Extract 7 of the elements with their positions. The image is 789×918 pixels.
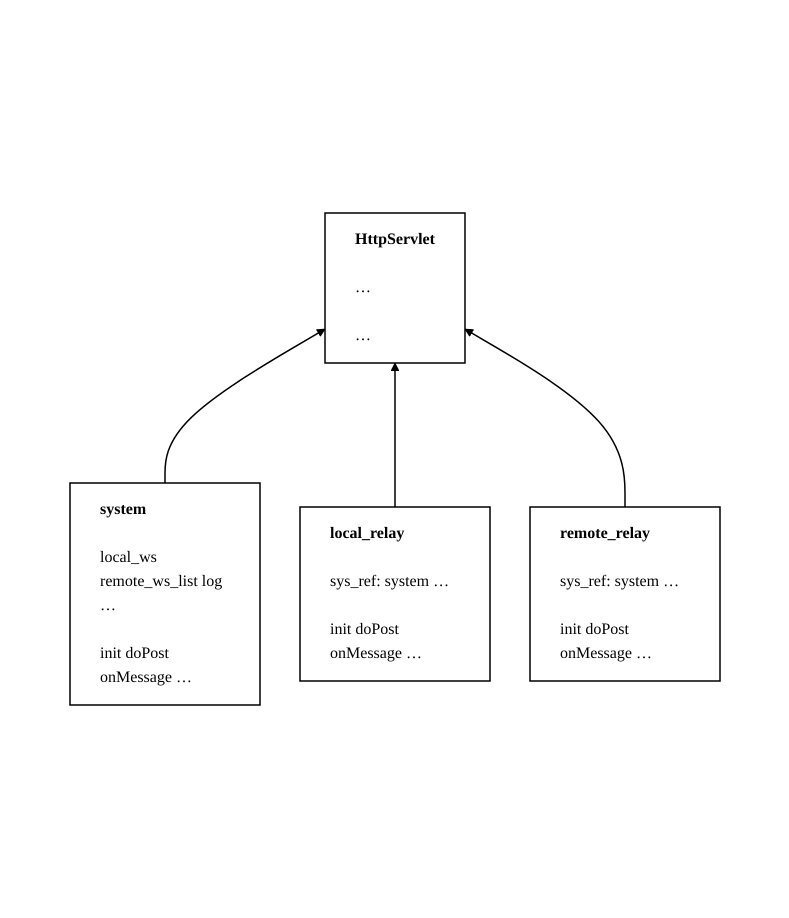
node-box: HttpServlet … … <box>324 212 466 364</box>
node-box: local_relay sys_ref: system … init doPost onMessage … <box>298 506 490 682</box>
node-box: remote_relay sys_ref: system … init doPost onMessage … <box>528 506 720 682</box>
arrow <box>164 328 325 483</box>
arrow <box>390 362 399 507</box>
arrow <box>464 328 626 507</box>
node-box: system local_ws remote_ws_list log … init doPost onMessage … <box>68 482 260 706</box>
